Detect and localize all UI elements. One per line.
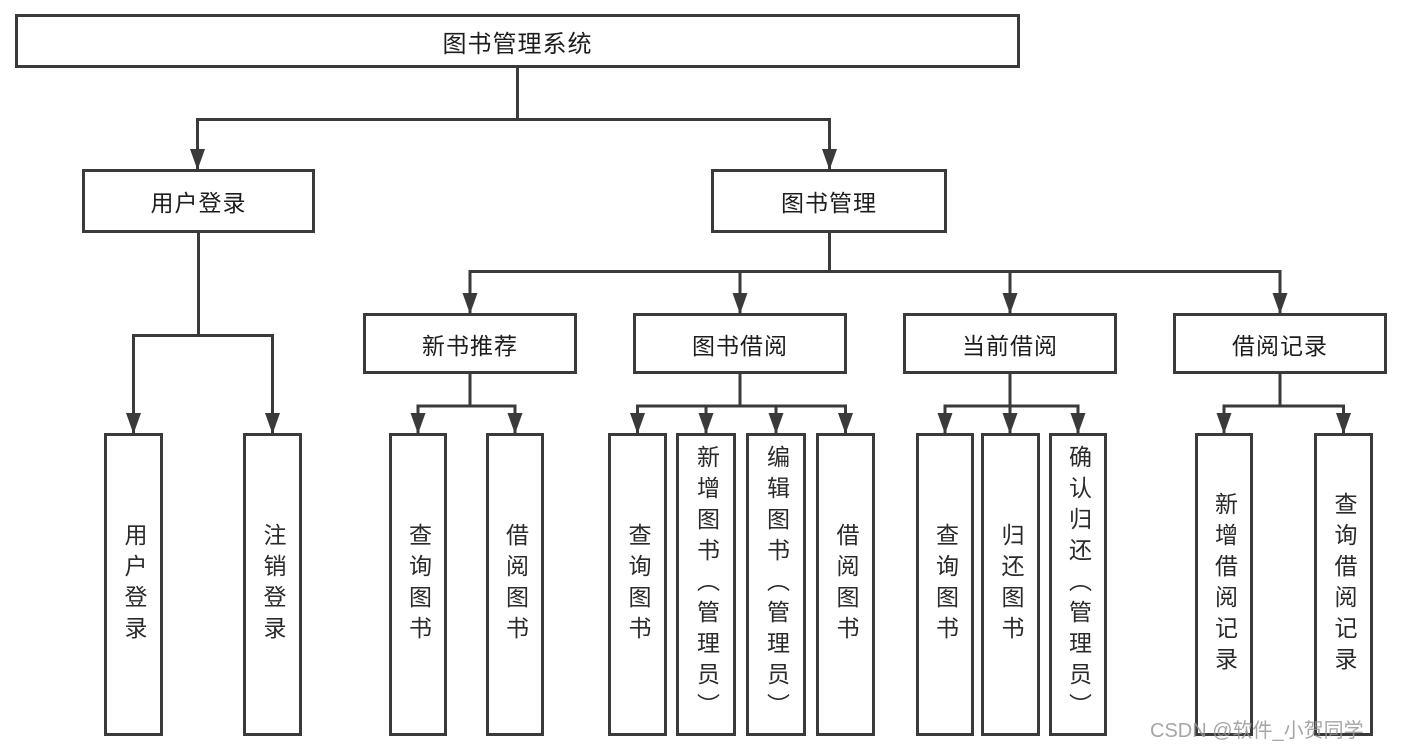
leaf-user-login: 用户登录 xyxy=(104,433,163,736)
node-label: 当前借阅 xyxy=(962,332,1058,359)
connector-borrowing-branch xyxy=(636,374,847,433)
node-label: 编辑图书（管理员） xyxy=(763,445,790,724)
node-label: 用户登录 xyxy=(150,190,247,216)
node-label: 用户登录 xyxy=(121,522,147,647)
node-book-borrowing: 图书借阅 xyxy=(633,313,847,374)
connector-paths xyxy=(132,68,1345,433)
leaf-edit-books-admin: 编辑图书（管理员） xyxy=(746,433,806,736)
node-label: 新增图书（管理员） xyxy=(693,445,720,724)
leaf-query-books-current: 查询图书 xyxy=(916,433,974,736)
csdn-watermark: CSDN @软件_小贺同学 xyxy=(1150,720,1364,742)
node-borrowing-records: 借阅记录 xyxy=(1173,313,1387,374)
node-label: 查询图书 xyxy=(932,522,959,647)
leaf-add-borrow-record: 新增借阅记录 xyxy=(1195,433,1253,736)
leaf-query-books-borrowing: 查询图书 xyxy=(608,433,667,736)
leaf-return-books: 归还图书 xyxy=(981,433,1040,736)
node-root: 图书管理系统 xyxy=(15,14,1020,68)
node-label: 借阅图书 xyxy=(502,522,529,647)
leaf-borrow-books-recommend: 借阅图书 xyxy=(486,433,544,736)
connector-user-login-branch xyxy=(132,233,274,433)
leaf-add-books-admin: 新增图书（管理员） xyxy=(676,433,736,736)
node-label: 借阅图书 xyxy=(833,522,859,647)
node-label: 图书管理系统 xyxy=(442,30,593,58)
node-label: 注销登录 xyxy=(260,522,286,647)
node-label: 新书推荐 xyxy=(422,332,518,359)
node-label: 确认归还（管理员） xyxy=(1065,445,1092,724)
leaf-query-borrow-record: 查询借阅记录 xyxy=(1314,433,1373,736)
node-label: 图书借阅 xyxy=(692,332,788,359)
node-user-login: 用户登录 xyxy=(82,169,315,233)
node-new-book-recommendation: 新书推荐 xyxy=(363,313,577,374)
node-current-borrowing: 当前借阅 xyxy=(903,313,1117,374)
leaf-confirm-return-admin: 确认归还（管理员） xyxy=(1049,433,1107,736)
node-label: 归还图书 xyxy=(998,522,1024,647)
connector-level2-rail xyxy=(196,118,831,169)
leaf-logout: 注销登录 xyxy=(243,433,302,736)
node-label: 图书管理 xyxy=(781,190,877,216)
node-label: 借阅记录 xyxy=(1232,332,1328,359)
leaf-query-books-recommend: 查询图书 xyxy=(389,433,447,736)
connector-recommend-branch xyxy=(416,374,517,433)
node-label: 查询图书 xyxy=(625,522,651,647)
leaf-borrow-books-borrowing: 借阅图书 xyxy=(816,433,875,736)
connector-book-management-branch xyxy=(468,233,1282,313)
connector-records-branch xyxy=(1222,374,1345,433)
node-label: 新增借阅记录 xyxy=(1211,491,1238,678)
node-label: 查询借阅记录 xyxy=(1331,491,1357,678)
node-book-management: 图书管理 xyxy=(711,169,947,233)
node-label: 查询图书 xyxy=(405,522,432,647)
